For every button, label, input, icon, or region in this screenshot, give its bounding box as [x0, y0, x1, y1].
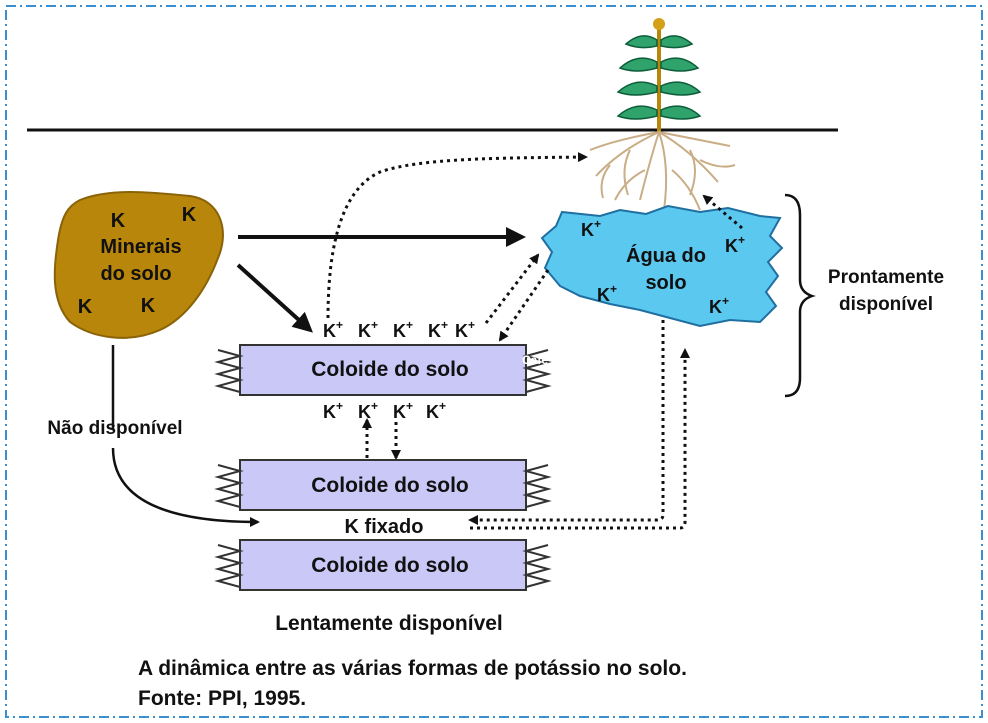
frame-border — [5, 5, 983, 718]
colloid-label: Coloide do solo — [311, 474, 469, 497]
fixed-k-label: K fixado — [345, 516, 424, 538]
colloid-label: Coloide do solo — [311, 554, 469, 577]
water-title-line2: solo — [645, 272, 686, 294]
soil-water-blob — [540, 204, 784, 328]
colloid-label: Coloide do solo — [311, 358, 469, 381]
exchangeable-k-ion: K+ — [358, 318, 378, 341]
not-available-label: Não disponível — [47, 418, 182, 439]
mineral-k-label: K — [78, 296, 93, 318]
exchangeable-k-ion: K+ — [455, 318, 475, 341]
colloid-to-water-arrow — [484, 253, 540, 324]
interlayer-k-ion: K+ — [323, 399, 343, 422]
water-title-line1: Água do — [626, 244, 706, 267]
plant-icon — [616, 18, 702, 132]
watermark-text: Cafe — [522, 353, 548, 367]
colloid-to-plant-arrow — [326, 152, 588, 319]
water-k-ion: K+ — [581, 217, 601, 240]
water-k-ion: K+ — [597, 282, 617, 305]
minerals-to-fixed-k-arrow — [111, 447, 260, 527]
roots-icon — [589, 131, 736, 211]
exchangeable-k-ion: K+ — [428, 318, 448, 341]
soil-colloid-1 — [214, 344, 552, 396]
exchangeable-k-ion: K+ — [323, 318, 343, 341]
soil-colloid-2 — [214, 459, 552, 511]
minerals-title-line1: Minerais — [100, 236, 181, 258]
exchangeable-k-ion: K+ — [393, 318, 413, 341]
mineral-k-label: K — [111, 210, 126, 232]
interlayer-k-ion: K+ — [358, 399, 378, 422]
readily-available-label-line2: disponível — [839, 294, 933, 315]
fixed-k-to-water-arrow — [470, 348, 690, 530]
minerals-to-colloid-arrow — [236, 263, 313, 333]
soil-minerals-blob — [53, 191, 224, 339]
minerals-title-line2: do solo — [100, 263, 171, 285]
mineral-k-label: K — [182, 204, 197, 226]
caption-line2: Fonte: PPI, 1995. — [138, 687, 306, 710]
mineral-k-label: K — [141, 295, 156, 317]
water-k-ion: K+ — [725, 233, 745, 256]
soil-colloid-3 — [214, 539, 552, 591]
readily-available-label-line1: Prontamente — [828, 267, 944, 288]
water-to-colloid-arrow — [498, 269, 550, 342]
interlayer-k-ion: K+ — [393, 399, 413, 422]
slowly-available-label: Lentamente disponível — [275, 612, 503, 635]
interlayer-k-ion: K+ — [426, 399, 446, 422]
readily-available-brace — [784, 193, 816, 398]
caption-line1: A dinâmica entre as várias formas de pot… — [138, 657, 687, 680]
water-k-ion: K+ — [709, 294, 729, 317]
water-to-fixed-k-arrow — [468, 320, 665, 525]
water-to-root-arrow — [702, 194, 743, 230]
